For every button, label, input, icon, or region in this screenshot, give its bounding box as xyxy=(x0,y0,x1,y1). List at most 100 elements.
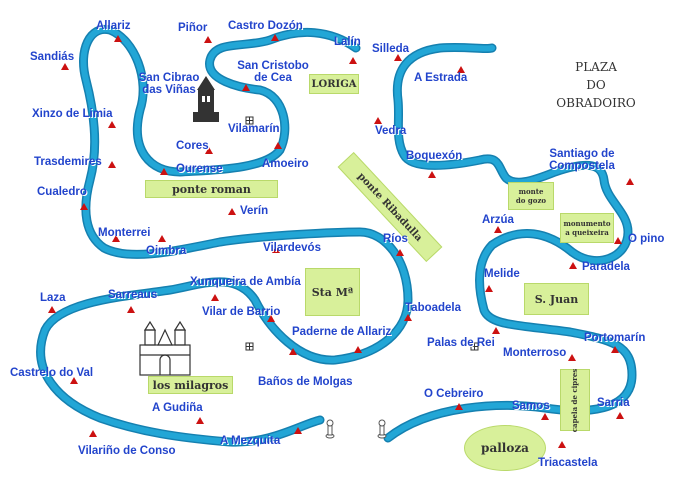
zone-monte-do-gozo: monte do gozo xyxy=(508,182,554,210)
place-palas: Palas de Rei xyxy=(427,337,495,349)
place-paradela: Paradela xyxy=(582,261,630,273)
marker-icon xyxy=(455,403,463,410)
zone-loriga: LORIGA xyxy=(309,74,359,94)
zone-sta-ma: Sta Mª xyxy=(305,268,360,316)
marker-icon xyxy=(494,226,502,233)
zone-capela-label: capela de cipres xyxy=(570,368,580,432)
marker-icon xyxy=(294,427,302,434)
place-taboadela: Taboadela xyxy=(405,302,462,314)
marker-icon xyxy=(228,208,236,215)
marker-icon xyxy=(626,178,634,185)
place-triacastela: Triacastela xyxy=(538,457,598,469)
place-sandias: Sandiás xyxy=(30,51,75,63)
marker-icon xyxy=(89,430,97,437)
zone-palloza: palloza xyxy=(464,425,546,471)
place-allariz: Allariz xyxy=(96,20,131,32)
location-markers xyxy=(48,34,634,448)
place-vedra: Vedra xyxy=(375,125,407,137)
zone-ponte-roman: ponte roman xyxy=(145,180,278,198)
marker-icon xyxy=(267,315,275,322)
tower-icon xyxy=(193,76,219,122)
marker-icon xyxy=(404,314,412,321)
place-pinor: Piñor xyxy=(178,22,208,34)
place-a-mezquita: A Mezquita xyxy=(220,435,281,447)
marker-icon xyxy=(114,35,122,42)
place-banos: Baños de Molgas xyxy=(258,376,353,388)
marker-icon xyxy=(61,63,69,70)
marker-icon xyxy=(541,413,549,420)
place-a-gudina: A Gudiña xyxy=(152,402,203,414)
marker-icon xyxy=(108,161,116,168)
zone-capela: capela de cipres xyxy=(560,368,590,432)
place-trasdemires: Trasdemires xyxy=(34,156,102,168)
pawn-icon xyxy=(325,419,335,439)
marker-icon xyxy=(568,354,576,361)
church-icon xyxy=(139,320,191,376)
place-samos: Samos xyxy=(512,400,550,412)
place-xinzo: Xinzo de Limia xyxy=(32,108,113,120)
marker-icon xyxy=(396,249,404,256)
marker-icon xyxy=(274,142,282,149)
place-vilamarin: Vilamarín xyxy=(228,123,280,135)
marker-icon xyxy=(211,294,219,301)
place-castrelo: Castrelo do Val xyxy=(10,367,94,379)
marker-icon xyxy=(349,57,357,64)
place-paderne: Paderne de Allariz xyxy=(292,326,392,338)
marker-icon xyxy=(80,203,88,210)
marker-icon xyxy=(242,84,250,91)
place-o-cebreiro: O Cebreiro xyxy=(424,388,484,400)
place-a-estrada: A Estrada xyxy=(414,72,468,84)
marker-icon xyxy=(611,346,619,353)
marker-icon xyxy=(196,417,204,424)
marker-icon xyxy=(160,168,168,175)
place-portomarin: Portomarín xyxy=(584,332,646,344)
zone-monumento: monumento a queixeira xyxy=(560,213,614,243)
place-monterrei: Monterrei xyxy=(98,227,151,239)
place-oimbra: Oimbra xyxy=(146,245,187,257)
marker-icon xyxy=(48,306,56,313)
zone-s-juan: S. Juan xyxy=(524,283,589,315)
pawn-icon xyxy=(377,419,387,439)
place-boquexon: Boquexón xyxy=(406,150,463,162)
marker-icon xyxy=(614,237,622,244)
place-monterroso: Monterroso xyxy=(503,347,567,359)
marker-icon xyxy=(70,377,78,384)
marker-icon xyxy=(485,285,493,292)
place-silleda: Silleda xyxy=(372,43,410,55)
plaza-title: PLAZA DO OBRADOIRO xyxy=(556,58,636,112)
place-vilarino: Vilariño de Conso xyxy=(78,445,176,457)
road xyxy=(37,26,635,446)
place-castro-dozon: Castro Dozón xyxy=(228,20,303,32)
place-arzua: Arzúa xyxy=(482,214,514,226)
marker-icon xyxy=(394,54,402,61)
plaza-title-line: PLAZA xyxy=(575,60,617,74)
place-amoeiro: Amoeiro xyxy=(262,158,309,170)
place-rios: Ríos xyxy=(383,233,408,245)
marker-icon xyxy=(271,34,279,41)
marker-icon xyxy=(492,327,500,334)
place-melide: Melide xyxy=(484,268,520,280)
marker-icon xyxy=(112,235,120,242)
marker-icon xyxy=(457,66,465,73)
marker-icon xyxy=(127,306,135,313)
marker-icon xyxy=(616,412,624,419)
place-o-pino: O pino xyxy=(628,233,665,245)
place-santiago: Santiago de Compostela xyxy=(549,148,615,173)
place-xunqueira: Xunqueira de Ambía xyxy=(190,276,301,288)
marker-icon xyxy=(205,147,213,154)
zone-los-milagros: los milagros xyxy=(148,376,233,394)
plaza-title-line: DO xyxy=(586,78,606,92)
plaza-title-line: OBRADOIRO xyxy=(556,96,636,110)
place-san-cristobo: San Cristobo de Cea xyxy=(237,60,309,85)
place-sarreaus: Sarreaus xyxy=(108,289,158,301)
marker-icon xyxy=(108,121,116,128)
marker-icon xyxy=(428,171,436,178)
place-san-cibrao: San Cibrao das Viñas xyxy=(138,72,200,97)
place-cores: Cores xyxy=(176,140,209,152)
place-verin: Verín xyxy=(240,205,269,217)
place-vilardevos: Vilardevós xyxy=(263,242,321,254)
place-ourense: Ourense xyxy=(176,163,223,175)
marker-icon xyxy=(354,346,362,353)
